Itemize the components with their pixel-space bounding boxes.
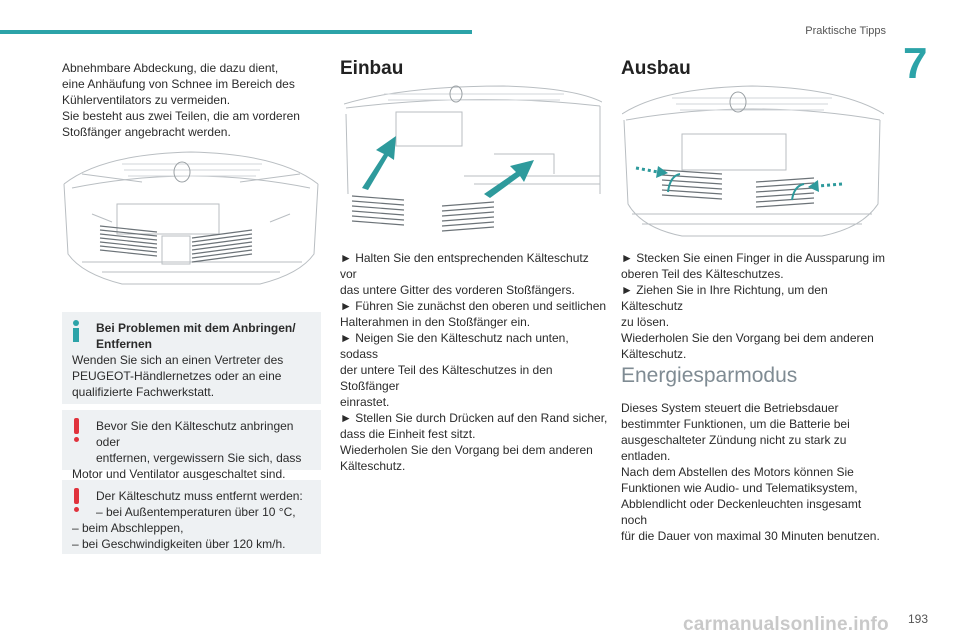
step-line: Wiederholen Sie den Vorgang bei dem ande… bbox=[340, 443, 593, 457]
step-line: oberen Teil des Kälteschutzes. bbox=[621, 267, 784, 281]
step-line: ► Ziehen Sie in Ihre Richtung, um den Kä… bbox=[621, 283, 828, 313]
step-line: ► Führen Sie zunächst den oberen und sei… bbox=[340, 299, 607, 313]
step-line: ► Stellen Sie durch Drücken auf den Rand… bbox=[340, 411, 608, 425]
heading-ausbau: Ausbau bbox=[621, 58, 691, 79]
section-title: Praktische Tipps bbox=[805, 25, 886, 37]
text-line: entladen. bbox=[621, 449, 671, 463]
text-line: Abblendlicht oder Deckenleuchten insgesa… bbox=[621, 497, 862, 527]
info-box-line: qualifizierte Fachwerkstatt. bbox=[72, 385, 215, 399]
step-line: ► Stecken Sie einen Finger in die Ausspa… bbox=[621, 251, 886, 265]
step-line: der untere Teil des Kälteschutzes in den… bbox=[340, 363, 553, 393]
step-line: Wiederholen Sie den Vorgang bei dem ande… bbox=[621, 331, 874, 345]
text-line: ausgeschalteter Zündung nicht zu stark z… bbox=[621, 433, 847, 447]
warning-box-2: Der Kälteschutz muss entfernt werden: – … bbox=[62, 480, 321, 554]
text-line: Funktionen wie Audio- und Telematiksyste… bbox=[621, 481, 858, 495]
warning-line: – bei Geschwindigkeiten über 120 km/h. bbox=[72, 537, 286, 551]
installation-illustration bbox=[344, 85, 602, 232]
page-number: 193 bbox=[907, 612, 928, 626]
step-line: das untere Gitter des vorderen Stoßfänge… bbox=[340, 283, 575, 297]
energy-saving-text: Dieses System steuert die Betriebsdauer … bbox=[621, 400, 889, 544]
heading-energiesparmodus: Energiesparmodus bbox=[621, 364, 798, 387]
intro-line: eine Anhäufung von Schnee im Bereich des bbox=[62, 77, 295, 91]
text-line: bestimmter Funktionen, um die Batterie b… bbox=[621, 417, 850, 431]
intro-line: Kühlerventilators zu vermeiden. bbox=[62, 93, 231, 107]
warning-line: Motor und Ventilator ausgeschaltet sind. bbox=[72, 467, 286, 481]
info-box-title: Entfernen bbox=[96, 337, 153, 351]
info-icon bbox=[72, 320, 80, 344]
chapter-number: 7 bbox=[903, 39, 928, 88]
step-line: Kälteschutz. bbox=[340, 459, 406, 473]
warning-line: – beim Abschleppen, bbox=[72, 521, 184, 535]
removal-steps: ► Stecken Sie einen Finger in die Ausspa… bbox=[621, 250, 889, 362]
step-line: ► Neigen Sie den Kälteschutz nach unten,… bbox=[340, 331, 569, 361]
warning-line: – bei Außentemperaturen über 10 °C, bbox=[96, 505, 296, 519]
intro-line: Sie besteht aus zwei Teilen, die am vord… bbox=[62, 109, 300, 123]
intro-text: Abnehmbare Abdeckung, die dazu dient, ei… bbox=[62, 60, 322, 140]
step-line: Kälteschutz. bbox=[621, 347, 687, 361]
installation-steps: ► Halten Sie den entsprechenden Kältesch… bbox=[340, 250, 608, 474]
intro-line: Stoßfänger angebracht werden. bbox=[62, 125, 231, 139]
warning-line: Der Kälteschutz muss entfernt werden: bbox=[96, 489, 303, 503]
step-line: ► Halten Sie den entsprechenden Kältesch… bbox=[340, 251, 589, 281]
intro-line: Abnehmbare Abdeckung, die dazu dient, bbox=[62, 61, 279, 75]
text-line: für die Dauer von maximal 30 Minuten ben… bbox=[621, 529, 880, 543]
info-box: Bei Problemen mit dem Anbringen/ Entfern… bbox=[62, 312, 321, 404]
header-accent-bar bbox=[0, 30, 472, 34]
step-line: zu lösen. bbox=[621, 315, 670, 329]
warning-line: entfernen, vergewissern Sie sich, dass bbox=[96, 451, 302, 465]
bumper-illustration-fitted bbox=[63, 151, 319, 285]
text-line: Nach dem Abstellen des Motors können Sie bbox=[621, 465, 854, 479]
text-line: Dieses System steuert die Betriebsdauer bbox=[621, 401, 839, 415]
step-line: Halterahmen in den Stoßfänger ein. bbox=[340, 315, 531, 329]
warning-icon bbox=[73, 418, 81, 444]
info-box-title: Bei Problemen mit dem Anbringen/ bbox=[96, 321, 296, 335]
warning-icon bbox=[73, 488, 81, 514]
step-line: einrastet. bbox=[340, 395, 390, 409]
warning-box: Bevor Sie den Kälteschutz anbringen oder… bbox=[62, 410, 321, 481]
heading-einbau: Einbau bbox=[340, 58, 404, 79]
info-box-line: Wenden Sie sich an einen Vertreter des bbox=[72, 353, 284, 367]
removal-illustration bbox=[622, 85, 884, 237]
watermark: carmanualsonline.info bbox=[683, 614, 889, 635]
info-box-line: PEUGEOT-Händlernetzes oder an eine bbox=[72, 369, 282, 383]
warning-line: Bevor Sie den Kälteschutz anbringen oder bbox=[96, 419, 294, 449]
step-line: dass die Einheit fest sitzt. bbox=[340, 427, 476, 441]
